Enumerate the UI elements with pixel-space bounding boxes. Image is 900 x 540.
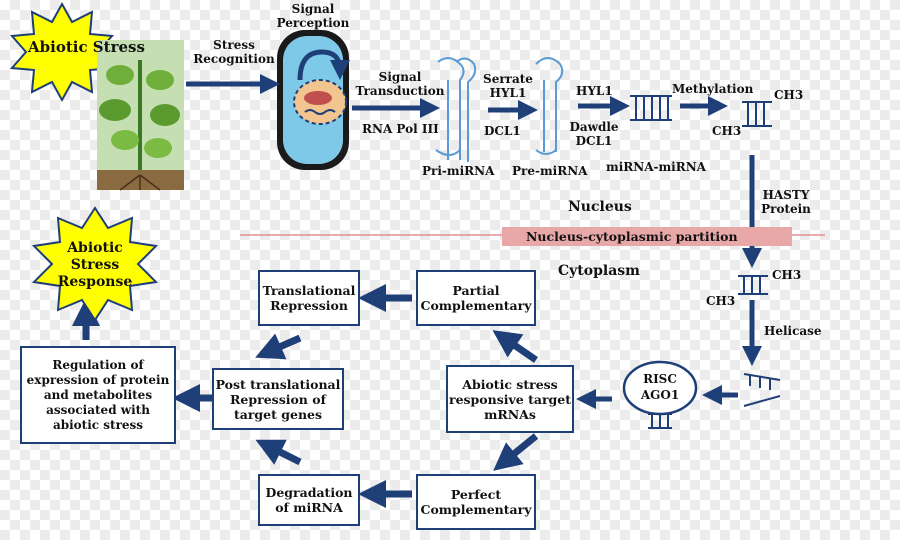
stress-recognition-label: Stress Recognition [193,38,275,66]
degradation-box: Degradation of miRNA [258,474,360,526]
abiotic-stress-starburst [9,1,115,103]
translational-repression-box: Translational Repression [258,270,360,326]
pre-mirna-label: Pre-miRNA [512,164,588,178]
abiotic-stress-label: Abiotic Stress [28,38,145,56]
post-translational-box: Post translational Repression of target … [212,368,344,430]
cytoplasm-duplex [738,275,768,295]
rna-pol-label: RNA Pol III [362,122,439,136]
mirna-mirna-label: miRNA-miRNA [606,160,706,174]
dcl1-label: DCL1 [484,124,521,138]
mirna-duplex [630,95,672,121]
signal-perception-label: Signal Perception [276,2,350,30]
risc-label: RISC [643,372,677,386]
helicase-label: Helicase [764,324,822,338]
pri-mirna-hairpin [435,57,477,162]
dawdle-dcl1-label: Dawdle DCL1 [569,120,619,148]
serrate-hyl1-label: Serrate HYL1 [483,72,533,100]
nucleus-label: Nucleus [568,199,632,215]
ch3-label-a: CH3 [774,88,804,102]
abiotic-response-label: Abiotic Stress Response [57,240,133,290]
plant-illustration [97,40,184,191]
methylation-label: Methylation [672,82,754,96]
cell-illustration [277,30,350,170]
pri-mirna-label: Pri-miRNA [422,164,495,178]
partial-complementary-box: Partial Complementary [416,270,536,326]
ch3-label-b: CH3 [712,124,742,138]
partition-band [502,227,792,246]
pre-mirna-hairpin [535,57,564,155]
regulation-box: Regulation of expression of protein and … [20,346,176,444]
ch3-label-d: CH3 [706,294,736,308]
partition-label: Nucleus-cytoplasmic partition [526,229,738,244]
hasty-label: HASTY Protein [761,188,811,216]
hyl1-label: HYL1 [576,84,613,98]
ago1-label: AGO1 [640,388,680,402]
unwound-strand [743,373,781,407]
methylated-duplex [742,101,772,127]
abiotic-response-starburst [31,206,159,322]
ch3-label-c: CH3 [772,268,802,282]
signal-transduction-label: Signal Transduction [355,70,445,98]
abiotic-target-box: Abiotic stress responsive target mRNAs [446,365,574,433]
risc-duplex [648,413,672,429]
perfect-complementary-box: Perfect Complementary [416,474,536,530]
cytoplasm-label: Cytoplasm [558,263,640,279]
